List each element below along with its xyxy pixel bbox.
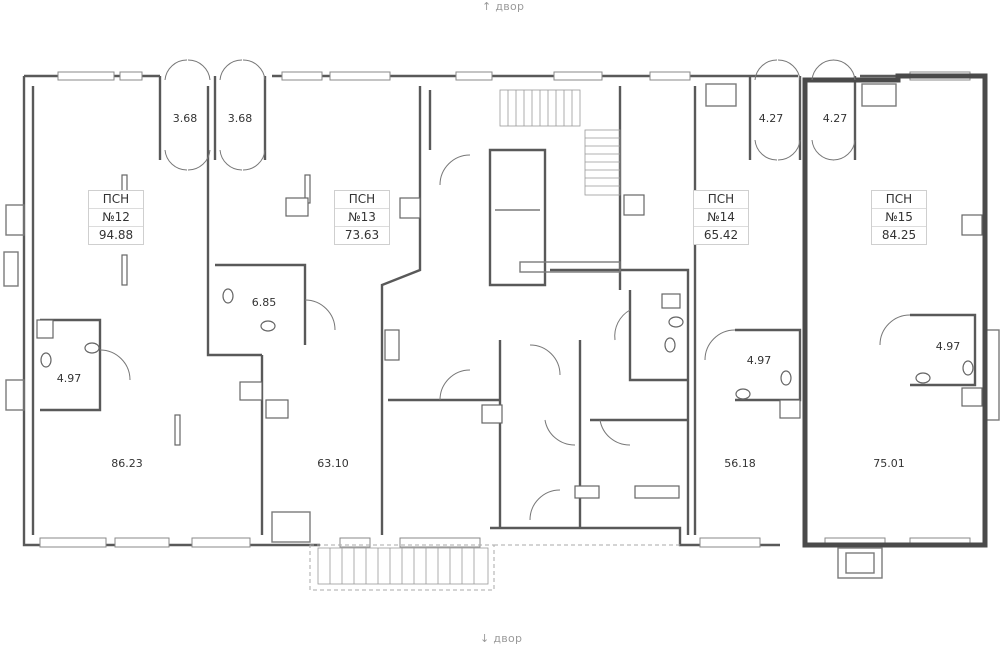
unit-label-12[interactable]: ПСН №12 94.88 [88,190,144,245]
exterior-wall [22,74,987,547]
left-vent [3,251,19,287]
left-pilaster [5,204,25,236]
area-vestibule-14: 4.27 [758,112,784,125]
unit-type: ПСН [694,191,748,209]
area-hall-12: 86.23 [111,457,143,470]
unit-number: №13 [335,209,389,227]
bottom-direction-label: ↓ двор [480,632,523,645]
unit-area: 94.88 [98,228,134,242]
selected-unit-outline [802,73,988,548]
unit-label-15[interactable]: ПСН №15 84.25 [871,190,927,245]
unit-number: №14 [694,209,748,227]
area-wc-13: 6.85 [251,296,277,309]
area-vestibule-12: 3.68 [172,112,198,125]
doors [99,59,911,521]
unit-area: 65.42 [703,228,739,242]
unit-label-14[interactable]: ПСН №14 65.42 [693,190,749,245]
left-pilaster-2 [5,379,25,411]
area-hall-15: 75.01 [873,457,905,470]
top-direction-label: ↑ двор [482,0,525,13]
area-wc-15: 4.97 [935,340,961,353]
unit-label-13[interactable]: ПСН №13 73.63 [334,190,390,245]
unit-area: 73.63 [344,228,380,242]
unit-number: №12 [89,209,143,227]
area-hall-13: 63.10 [317,457,349,470]
interior-walls [31,86,977,535]
area-vestibule-13: 3.68 [227,112,253,125]
vestibules [158,76,897,160]
area-wc-12: 4.97 [56,372,82,385]
area-wc-14: 4.97 [746,354,772,367]
unit-area: 84.25 [881,228,917,242]
fixtures [36,174,983,499]
stairs [271,89,883,591]
area-vestibule-15: 4.27 [822,112,848,125]
unit-type: ПСН [335,191,389,209]
unit-type: ПСН [89,191,143,209]
area-hall-14: 56.18 [724,457,756,470]
unit-number: №15 [872,209,926,227]
unit-type: ПСН [872,191,926,209]
